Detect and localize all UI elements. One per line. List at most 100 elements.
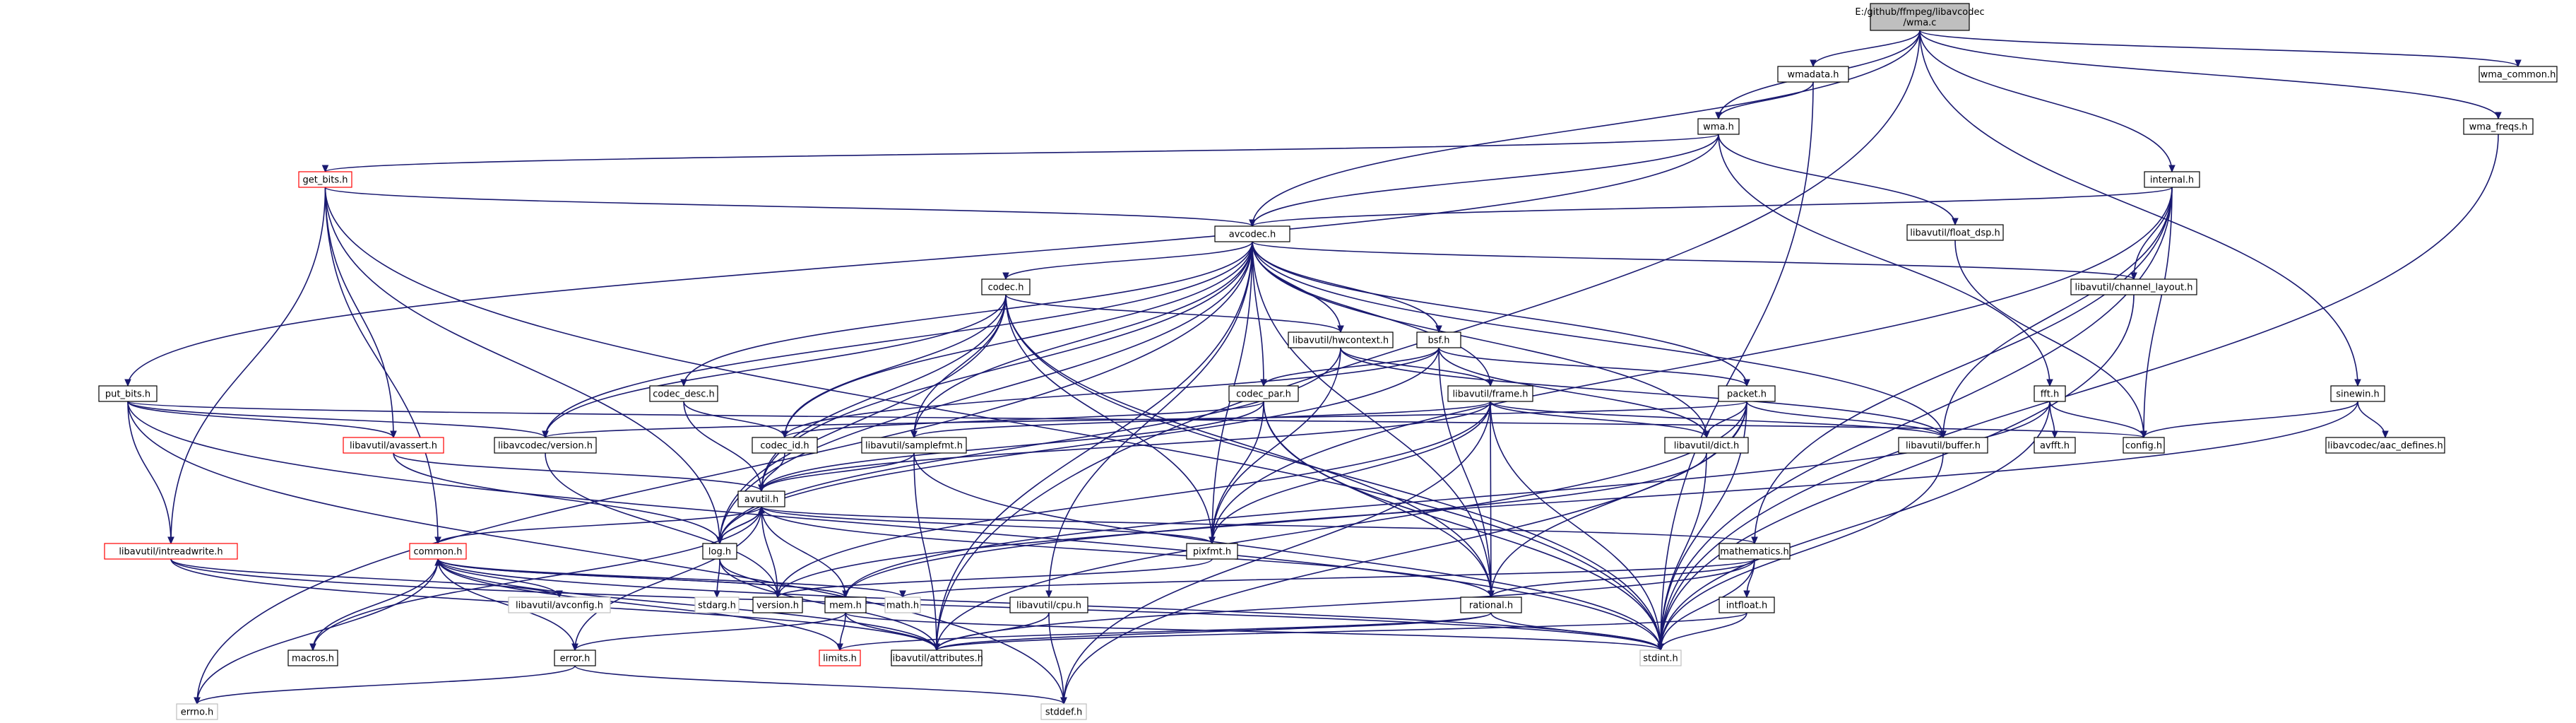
node-wmadata-box xyxy=(1777,66,1849,83)
node-avutil[interactable]: avutil.h xyxy=(737,490,785,507)
node-root-box xyxy=(1870,3,1970,31)
node-wma_common-label: wma_common.h xyxy=(2481,70,2556,81)
node-channel_layout[interactable]: libavutil/channel_layout.h xyxy=(2070,278,2197,295)
node-mathematics[interactable]: mathematics.h xyxy=(1719,543,1791,560)
edge-avcodec-to-log xyxy=(719,241,1253,544)
node-error-box xyxy=(554,649,596,666)
node-macros[interactable]: macros.h xyxy=(287,649,338,666)
node-pixfmt[interactable]: pixfmt.h xyxy=(1186,543,1238,560)
node-codec_desc-label: codec_desc.h xyxy=(653,389,715,400)
node-stddef[interactable]: stddef.h xyxy=(1040,703,1087,720)
node-wmadata-label: wmadata.h xyxy=(1788,70,1839,81)
edge-codec_par-to-avutil xyxy=(761,401,1264,492)
arrowhead-wma-to-get_bits xyxy=(321,165,329,173)
node-sinewin[interactable]: sinewin.h xyxy=(2330,385,2385,402)
node-intfloat[interactable]: intfloat.h xyxy=(1719,596,1775,613)
node-hwcontext[interactable]: libavutil/hwcontext.h xyxy=(1288,331,1394,348)
edge-avutil-to-macros xyxy=(312,506,762,651)
node-wma-label: wma.h xyxy=(1703,122,1734,133)
node-bsf[interactable]: bsf.h xyxy=(1416,331,1461,348)
arrowhead-root-to-wma_common xyxy=(2515,59,2522,68)
arrowhead-put_bits-to-avassert xyxy=(390,430,397,439)
edge-wma-to-put_bits xyxy=(127,134,1719,387)
file-nodes: E:/github/ffmpeg/libavcodec/wma.c wmadata… xyxy=(98,3,2558,720)
node-codec_id[interactable]: codec_id.h xyxy=(752,437,818,454)
node-intfloat-label: intfloat.h xyxy=(1726,601,1768,611)
edge-codec-to-avutil xyxy=(761,294,1007,492)
node-log-box xyxy=(702,543,737,560)
node-wma[interactable]: wma.h xyxy=(1697,118,1740,135)
node-wma_common[interactable]: wma_common.h xyxy=(2479,66,2558,83)
node-version_c[interactable]: libavcodec/version.h xyxy=(494,437,597,454)
node-buffer[interactable]: libavutil/buffer.h xyxy=(1898,437,1988,454)
node-version[interactable]: version.h xyxy=(752,596,803,613)
arrowhead-pixfmt-to-version xyxy=(774,590,781,599)
arrowhead-sinewin-to-aac_defines xyxy=(2382,430,2389,439)
node-stdarg-label: stdarg.h xyxy=(698,601,736,611)
node-codec_desc[interactable]: codec_desc.h xyxy=(649,385,718,402)
node-float_dsp[interactable]: libavutil/float_dsp.h xyxy=(1906,224,2004,241)
node-mem[interactable]: mem.h xyxy=(824,596,867,613)
arrowhead-log-to-stdarg xyxy=(713,590,720,599)
arrowhead-avutil-to-pixfmt xyxy=(1209,536,1216,545)
edge-wma-to-fft xyxy=(1718,134,2050,387)
edge-fft-to-stdint xyxy=(1660,401,2050,651)
node-root[interactable]: E:/github/ffmpeg/libavcodec/wma.c xyxy=(1855,3,1985,31)
node-aac_defines-box xyxy=(2325,437,2445,454)
edge-sinewin-to-aac_defines xyxy=(2357,401,2386,438)
node-common-label: common.h xyxy=(414,547,463,558)
arrowhead-packet-to-buffer xyxy=(1940,430,1947,439)
node-codec-label: codec.h xyxy=(988,283,1024,293)
node-bsf-label: bsf.h xyxy=(1428,336,1449,346)
node-rational[interactable]: rational.h xyxy=(1460,596,1522,613)
node-avconfig[interactable]: libavutil/avconfig.h xyxy=(508,596,611,613)
node-samplefmt-box xyxy=(861,437,967,454)
node-dict[interactable]: libavutil/dict.h xyxy=(1664,437,1749,454)
node-avassert[interactable]: libavutil/avassert.h xyxy=(343,437,444,454)
node-log[interactable]: log.h xyxy=(702,543,737,560)
node-fft[interactable]: fft.h xyxy=(2034,385,2066,402)
edge-fft-to-mem xyxy=(845,401,2050,598)
node-stdint[interactable]: stdint.h xyxy=(1639,649,1682,666)
dependency-edges xyxy=(127,30,2519,705)
edge-get_bits-to-log xyxy=(324,187,720,544)
node-config[interactable]: config.h xyxy=(2123,437,2165,454)
node-put_bits[interactable]: put_bits.h xyxy=(98,385,158,402)
node-config-box xyxy=(2123,437,2165,454)
edge-wma_freqs-to-stdint xyxy=(1660,134,2499,651)
node-wma_freqs[interactable]: wma_freqs.h xyxy=(2463,118,2534,135)
node-packet[interactable]: packet.h xyxy=(1718,385,1776,402)
node-attributes[interactable]: libavutil/attributes.h xyxy=(890,649,983,666)
edge-internal-to-avcodec xyxy=(1252,187,2173,227)
node-samplefmt[interactable]: libavutil/samplefmt.h xyxy=(861,437,967,454)
edge-mem-to-error xyxy=(574,612,846,651)
node-math[interactable]: math.h xyxy=(884,596,921,613)
edge-avcodec-to-buffer xyxy=(1252,241,1944,438)
node-internal[interactable]: internal.h xyxy=(2144,171,2200,188)
node-cpu[interactable]: libavutil/cpu.h xyxy=(1009,596,1088,613)
edge-put_bits-to-intreadwrite xyxy=(127,401,172,544)
arrowhead-root-to-sinewin xyxy=(2354,379,2361,387)
edge-get_bits-to-stdint xyxy=(324,187,1661,651)
node-limits[interactable]: limits.h xyxy=(819,649,861,666)
node-aac_defines[interactable]: libavcodec/aac_defines.h xyxy=(2325,437,2445,454)
node-codec_par-label: codec_par.h xyxy=(1236,389,1291,400)
node-get_bits[interactable]: get_bits.h xyxy=(298,171,352,188)
edge-packet-to-buffer xyxy=(1746,401,1944,438)
node-error[interactable]: error.h xyxy=(554,649,596,666)
node-wmadata[interactable]: wmadata.h xyxy=(1777,66,1849,83)
node-intreadwrite[interactable]: libavutil/intreadwrite.h xyxy=(104,543,238,560)
node-frame[interactable]: libavutil/frame.h xyxy=(1447,385,1533,402)
node-avcodec[interactable]: avcodec.h xyxy=(1214,225,1290,242)
arrowhead-mem-to-error xyxy=(571,643,578,652)
node-avfft[interactable]: avfft.h xyxy=(2034,437,2076,454)
arrowhead-avcodec-to-codec_desc xyxy=(680,379,687,387)
node-channel_layout-label: libavutil/channel_layout.h xyxy=(2075,283,2193,293)
node-codec_par[interactable]: codec_par.h xyxy=(1228,385,1299,402)
node-hwcontext-label: libavutil/hwcontext.h xyxy=(1293,336,1389,346)
node-stdarg[interactable]: stdarg.h xyxy=(694,596,740,613)
edge-packet-to-stddef xyxy=(1063,401,1747,705)
node-errno[interactable]: errno.h xyxy=(176,703,218,720)
node-common[interactable]: common.h xyxy=(409,543,467,560)
node-codec[interactable]: codec.h xyxy=(981,278,1031,295)
